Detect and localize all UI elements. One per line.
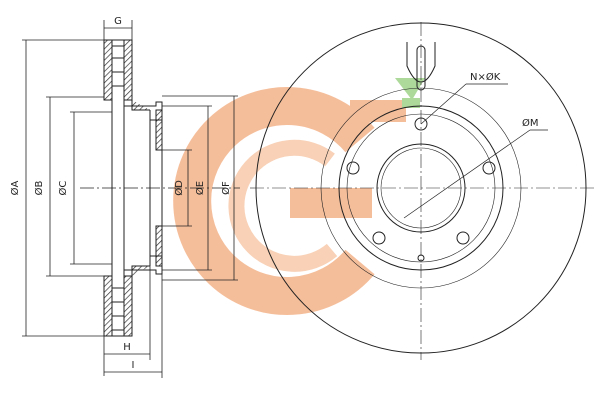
- label-h: H: [123, 342, 131, 353]
- bolt-hole-3: [372, 231, 386, 245]
- label-dia-d: ØD: [173, 180, 185, 196]
- bolt-hole-1: [346, 161, 360, 175]
- label-g: G: [114, 16, 122, 27]
- label-dia-c: ØC: [57, 181, 69, 196]
- dimension-lines-left: [22, 20, 238, 378]
- label-dia-a: ØA: [9, 180, 21, 195]
- side-section-view: [80, 39, 240, 337]
- lower-inner-plate: [123, 275, 133, 337]
- label-i: I: [132, 360, 135, 371]
- front-view-disc: [250, 22, 595, 360]
- label-bolt-holes: N×ØK: [470, 71, 501, 83]
- label-dia-e: ØE: [194, 181, 206, 195]
- bolt-hole-2: [482, 161, 496, 175]
- label-dia-m: ØM: [522, 117, 539, 129]
- label-dia-b: ØB: [33, 180, 45, 195]
- lower-outer-plate: [103, 275, 113, 337]
- bolt-hole-4: [456, 231, 470, 245]
- upper-inner-plate: [123, 39, 133, 101]
- upper-outer-plate: [103, 39, 113, 101]
- label-dia-f: ØF: [220, 181, 232, 195]
